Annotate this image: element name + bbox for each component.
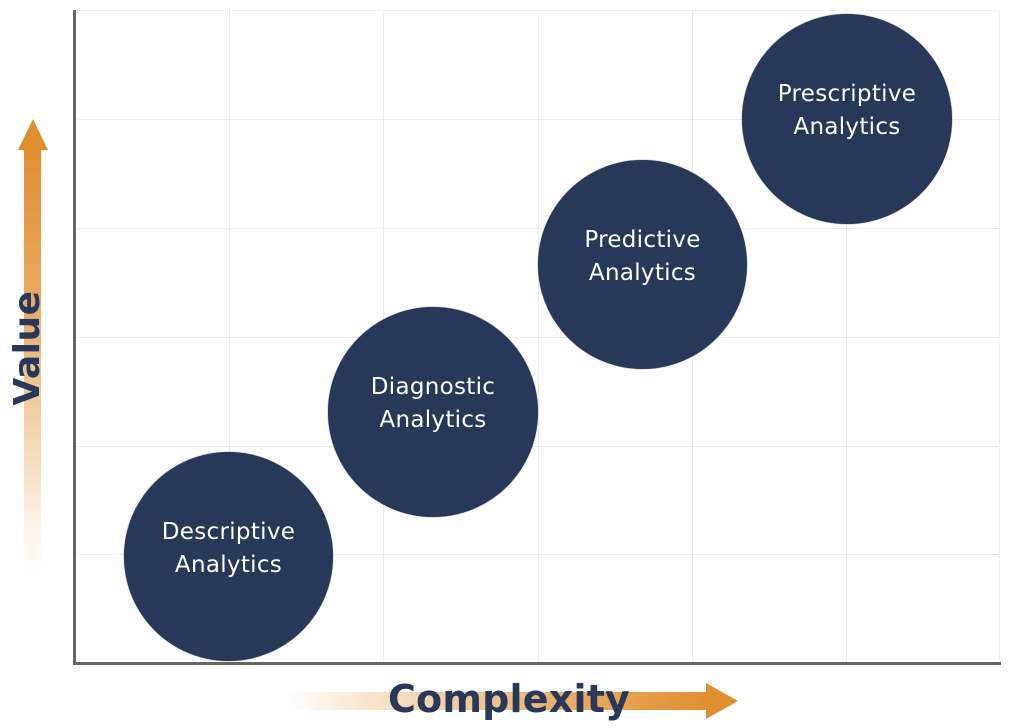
- grid-line-horizontal: [74, 337, 1000, 338]
- y-axis-label: Value: [7, 290, 48, 406]
- bubble-label-line2: Analytics: [379, 407, 487, 433]
- grid-line-vertical: [538, 10, 539, 663]
- arrow-up-icon: [18, 119, 48, 150]
- bubble-label-line2: Analytics: [174, 551, 283, 578]
- plot-area: [74, 10, 1000, 663]
- grid-line-vertical: [229, 10, 230, 663]
- x-axis-line: [73, 662, 1001, 665]
- grid-line-horizontal: [74, 446, 1000, 447]
- arrow-right-icon: [706, 683, 738, 719]
- bubble-label-line1: Predictive: [584, 226, 701, 253]
- complexity-arrow-shaft: [287, 692, 709, 710]
- bubble-prescriptive-analytics: Prescriptive Analytics: [742, 14, 952, 224]
- y-axis-line: [73, 10, 76, 665]
- value-arrow-shaft: [24, 148, 41, 574]
- bubble-descriptive-analytics: Descriptive Analytics: [124, 452, 333, 661]
- grid-line-horizontal: [74, 228, 1000, 229]
- bubble-diagnostic-analytics: Diagnostic Analytics: [328, 307, 538, 517]
- bubble-label-line2: Analytics: [588, 259, 697, 286]
- bubble-label-line1: Descriptive: [161, 518, 296, 545]
- grid-line-horizontal: [74, 119, 1000, 120]
- grid-line-horizontal: [74, 554, 1000, 555]
- bubble-predictive-analytics: Predictive Analytics: [538, 160, 747, 369]
- grid-line-vertical: [846, 10, 847, 663]
- bubble-label-line1: Prescriptive: [777, 81, 917, 107]
- bubble-label-line2: Analytics: [793, 114, 901, 140]
- bubble-label-line1: Diagnostic: [370, 374, 496, 400]
- x-axis-label: Complexity: [387, 677, 631, 721]
